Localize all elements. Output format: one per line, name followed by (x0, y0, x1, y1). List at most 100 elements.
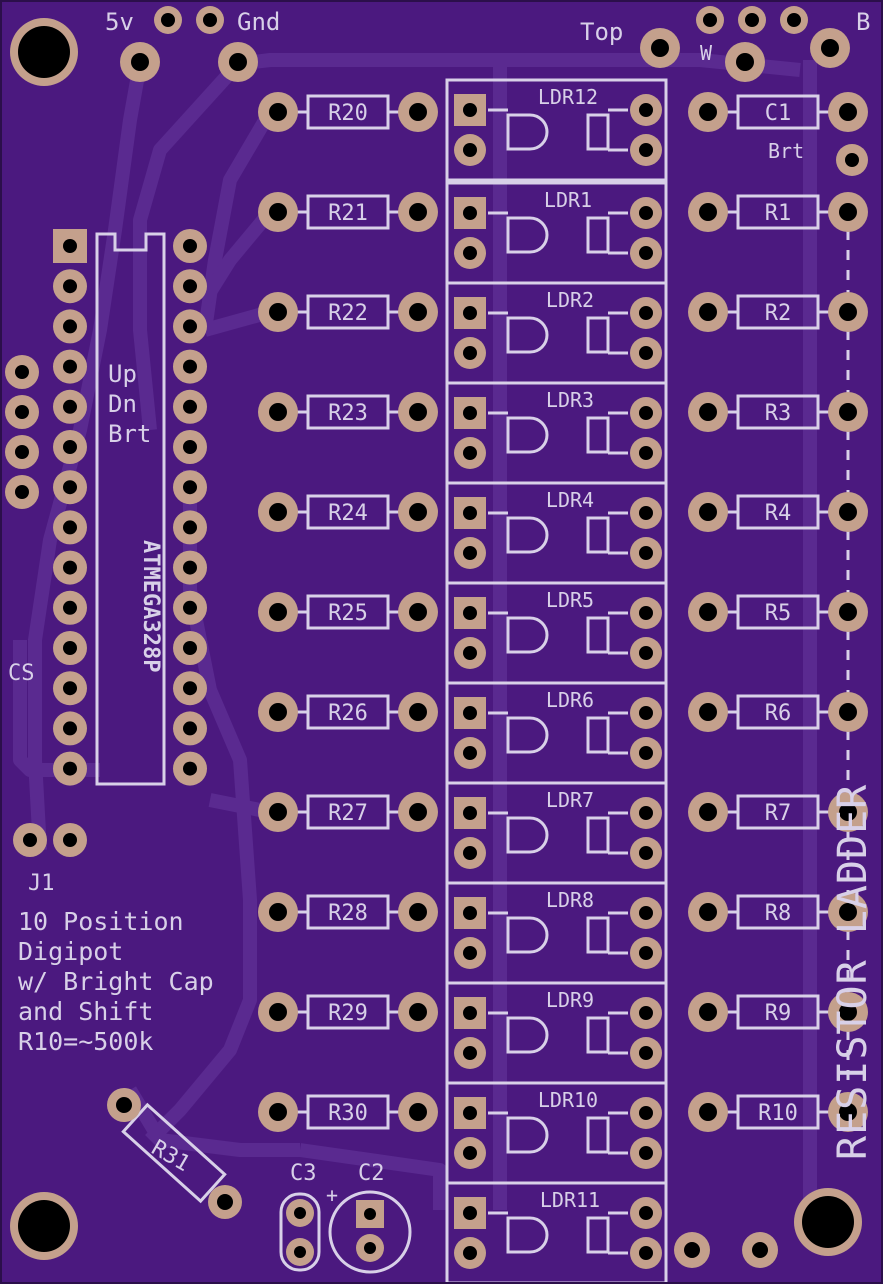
j1-pad-2 (53, 823, 87, 857)
c3-pad-2 (286, 1238, 314, 1266)
c2-pad-plus (356, 1200, 384, 1228)
right-part-body (736, 194, 820, 230)
side-header-pad-1 (5, 355, 39, 389)
pad-hole (364, 1208, 376, 1220)
right-part-pad-b (828, 292, 868, 332)
pad-hole (161, 13, 175, 27)
pad-hole (639, 1246, 653, 1260)
mounting-hole-bottom-right (794, 1188, 862, 1256)
pad-hole (463, 746, 477, 760)
pad-hole (269, 1003, 287, 1021)
chip-pin-left-10 (53, 590, 87, 625)
pad-hole (651, 39, 669, 57)
label-layer: R20R21R22R23R24R25R26R27R28R29R30LDR12LD… (328, 85, 798, 1212)
header-pad-w (738, 6, 766, 34)
right-part-pad-a (688, 92, 728, 132)
chip-pin-right-6 (173, 430, 207, 464)
ldr-pad-3 (630, 897, 662, 929)
pad-hole (463, 306, 477, 320)
left-resistor-body (306, 894, 390, 930)
right-part-label-R9: R9 (765, 1001, 792, 1026)
power-pad-5v (120, 42, 160, 82)
ldr-label-LDR6: LDR6 (546, 688, 594, 712)
pad-hole (699, 503, 717, 521)
pad-hole (699, 303, 717, 321)
pad-hole (463, 606, 477, 620)
pad-hole (639, 506, 653, 520)
left-resistor-pad-b (398, 1092, 438, 1132)
ldr-pad-1 (454, 1097, 486, 1129)
left-resistor-pad-a (258, 192, 298, 232)
pad-hole (63, 520, 77, 535)
c2-pad-minus (356, 1234, 384, 1262)
ldr-pad-2 (454, 937, 486, 969)
pad-hole (639, 103, 653, 117)
pad-hole (699, 903, 717, 921)
chip-pin-right-11 (173, 631, 207, 665)
ldr-pad-4 (630, 637, 662, 669)
pad-hole (15, 445, 29, 459)
misc-part-labels: R31 C3 C2 + RESISTOR LADDER (147, 784, 876, 1207)
pad-hole (699, 603, 717, 621)
left-resistor-pad-a (258, 692, 298, 732)
label-brt: Brt (768, 139, 804, 163)
left-resistor-body (306, 94, 390, 130)
chip-pin-left-12 (53, 671, 87, 706)
pad-hole (183, 600, 197, 615)
pad-hole (63, 600, 77, 615)
pad-hole (839, 1103, 857, 1121)
pad-hole (639, 1046, 653, 1060)
chip-pin-right-5 (173, 389, 207, 424)
chip-pin-right-8 (173, 510, 207, 545)
left-resistor-label-R24: R24 (328, 501, 368, 526)
pad-hole (699, 103, 717, 121)
pad-hole (639, 406, 653, 420)
right-part-label-R4: R4 (765, 501, 792, 526)
label-plus: + (326, 1183, 338, 1207)
mounting-hole-bottom-left (10, 1192, 78, 1260)
pad-hole (839, 903, 857, 921)
ldr-pad-1 (454, 497, 486, 529)
ldr-symbol-dome (506, 1116, 549, 1154)
side-header-pad-3 (5, 435, 39, 469)
left-resistor-label-R26: R26 (328, 701, 368, 726)
pad-hole (269, 403, 287, 421)
ldr-label-LDR12: LDR12 (538, 85, 598, 109)
pad-hole (63, 761, 77, 776)
caption-line-4: and Shift (18, 997, 153, 1026)
label-resistor-ladder: RESISTOR LADDER (830, 784, 876, 1160)
ldr-pad-4 (630, 337, 662, 369)
left-resistor-pad-b (398, 692, 438, 732)
right-part-label-R2: R2 (765, 301, 792, 326)
left-resistor-body (306, 794, 390, 830)
left-resistor-body (306, 994, 390, 1030)
ldr-label-LDR1: LDR1 (544, 188, 592, 212)
left-resistor-label-R28: R28 (328, 901, 368, 926)
pad-hole (639, 946, 653, 960)
pot-pad-b (810, 28, 850, 68)
left-resistor-label-R23: R23 (328, 401, 368, 426)
label-c3: C3 (290, 1161, 317, 1186)
right-part-pad-b (828, 92, 868, 132)
pad-layer (5, 6, 868, 1269)
pad-hole (183, 440, 197, 454)
pad-hole (639, 546, 653, 560)
ldr-pad-2 (454, 337, 486, 369)
chip-pin-right-10 (173, 590, 207, 625)
mounting-hole-top-left (10, 18, 78, 86)
ldr-symbol-dome (506, 716, 549, 754)
left-resistor-body (306, 494, 390, 530)
ldr-pad-2 (454, 437, 486, 469)
left-resistor-label-R20: R20 (328, 101, 368, 126)
bottom-pad-1 (674, 1232, 710, 1268)
ldr-pad-3 (630, 597, 662, 629)
pad-hole (463, 246, 477, 260)
left-resistor-pad-a (258, 792, 298, 832)
pad-hole (217, 1194, 233, 1210)
pad-hole (639, 806, 653, 820)
label-w: W (700, 41, 713, 65)
left-resistor-body (306, 1094, 390, 1130)
header-pad-5v (154, 6, 182, 34)
right-part-label-R8: R8 (765, 901, 792, 926)
ldr-pad-4 (630, 1037, 662, 1069)
